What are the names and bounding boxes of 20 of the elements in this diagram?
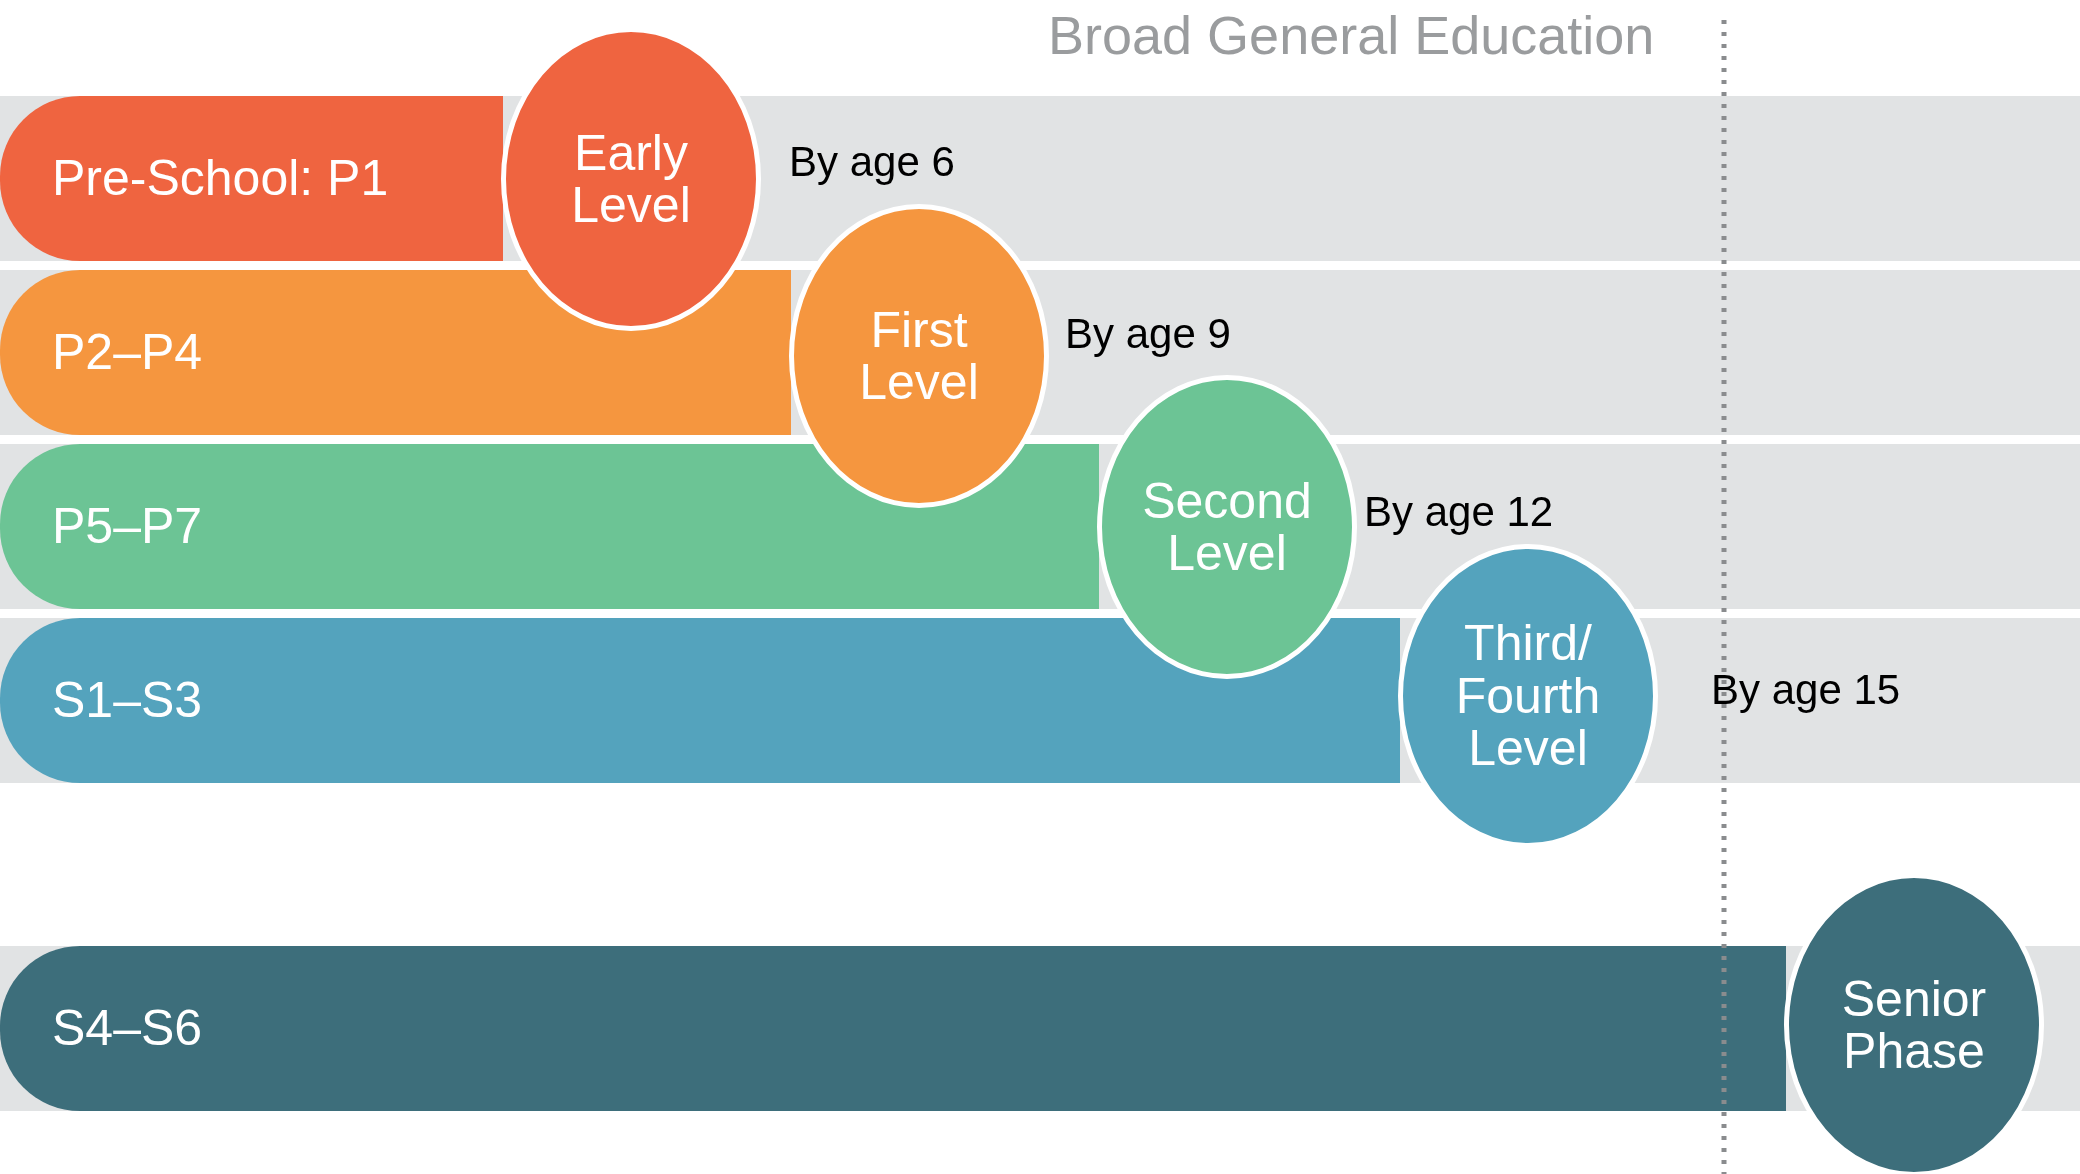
age-note: By age 9 — [1065, 310, 1231, 358]
stage-label: P2–P4 — [52, 326, 203, 379]
stage-bar — [0, 270, 791, 435]
stage-label: Pre-School: P1 — [52, 152, 389, 205]
age-note: By age 15 — [1711, 666, 1901, 714]
age-note: By age 6 — [789, 138, 955, 186]
stage-bar — [0, 946, 1786, 1111]
level-label: Senior Phase — [1840, 972, 1988, 1078]
level-label: Early Level — [570, 126, 692, 232]
stage-bar — [0, 444, 1099, 609]
section-heading: Broad General Education — [1048, 4, 1655, 66]
stage-label: P5–P7 — [52, 500, 203, 553]
stage-label: S1–S3 — [52, 674, 203, 727]
level-label: Third/ Fourth Level — [1454, 617, 1602, 775]
stage-bar — [0, 96, 503, 261]
level-label: Second Level — [1141, 474, 1313, 580]
age-note: By age 12 — [1364, 488, 1554, 536]
stage-label: S4–S6 — [52, 1002, 203, 1055]
level-label: First Level — [858, 303, 980, 409]
stage-bar — [0, 618, 1400, 783]
